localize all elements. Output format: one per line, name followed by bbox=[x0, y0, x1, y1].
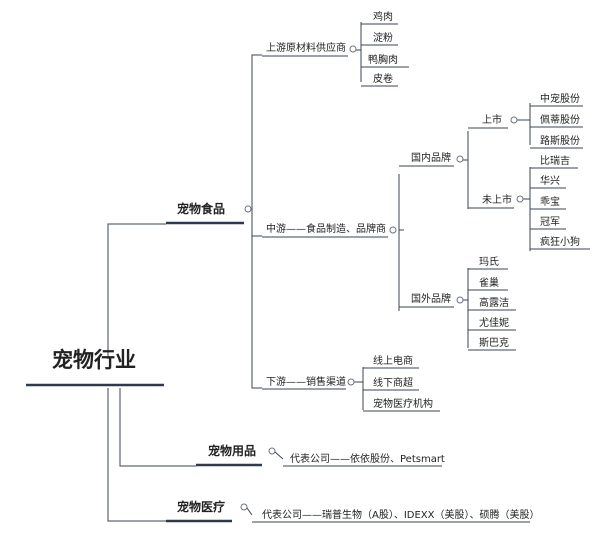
branch-medical[interactable]: 宠物医疗 bbox=[166, 499, 248, 523]
list-item[interactable]: 比瑞吉 bbox=[530, 155, 578, 169]
list-item[interactable]: 玛氏 bbox=[468, 256, 508, 270]
root-node[interactable]: 宠物行业 bbox=[26, 348, 164, 387]
list-item[interactable]: 尤佳妮 bbox=[468, 316, 516, 331]
list-item[interactable]: 雀巢 bbox=[468, 276, 508, 291]
list-item[interactable]: 鸭胸肉 bbox=[361, 53, 409, 68]
group-foreign[interactable]: 国外品牌 bbox=[399, 292, 464, 308]
unlisted-items: 比瑞吉 华兴 乖宝 冠军 疯狂小狗 bbox=[530, 155, 590, 250]
link-supplies-rep bbox=[274, 451, 284, 460]
unlisted-item: 冠军 bbox=[540, 216, 560, 228]
link-root-food bbox=[107, 223, 166, 359]
downstream-item: 线上电商 bbox=[373, 354, 413, 367]
supplies-label: 宠物用品 bbox=[208, 443, 256, 458]
list-item[interactable]: 淀粉 bbox=[361, 31, 398, 46]
unlisted-item: 疯狂小狗 bbox=[540, 235, 580, 248]
branch-supplies[interactable]: 宠物用品 bbox=[196, 443, 276, 467]
list-item[interactable]: 线上电商 bbox=[363, 354, 419, 369]
connectors bbox=[107, 22, 531, 522]
listed-item: 路斯股份 bbox=[540, 134, 580, 147]
unlisted-item: 乖宝 bbox=[540, 195, 560, 208]
food-collapse-icon[interactable] bbox=[244, 205, 252, 213]
downstream-label: 下游——销售渠道 bbox=[266, 375, 346, 388]
list-item[interactable]: 华兴 bbox=[530, 174, 566, 189]
foreign-item: 雀巢 bbox=[479, 276, 499, 289]
upstream-item-chicken: 鸡肉 bbox=[373, 10, 393, 23]
link-medical-rep bbox=[246, 507, 253, 516]
midstream-label: 中游——食品制造、品牌商 bbox=[266, 222, 386, 235]
medical-rep[interactable]: 代表公司——瑞普生物（A股）、IDEXX（美股）、硕腾（美股） bbox=[246, 507, 540, 523]
unlisted-item: 比瑞吉 bbox=[540, 155, 570, 167]
link-root-medical bbox=[107, 388, 166, 522]
medical-collapse-icon[interactable] bbox=[240, 503, 248, 511]
unlisted-label: 未上市 bbox=[482, 193, 512, 206]
downstream-items: 线上电商 线下商超 宠物医疗机构 bbox=[363, 354, 440, 412]
upstream-label: 上游原材料供应商 bbox=[266, 41, 346, 54]
downstream-item: 宠物医疗机构 bbox=[373, 397, 433, 410]
link-food-upstream bbox=[251, 54, 262, 210]
group-listed[interactable]: 上市 bbox=[468, 113, 518, 129]
tier-midstream[interactable]: 中游——食品制造、品牌商 bbox=[262, 222, 397, 238]
food-label: 宠物食品 bbox=[177, 201, 225, 216]
domestic-collapse-icon[interactable] bbox=[456, 155, 464, 163]
tier-upstream[interactable]: 上游原材料供应商 bbox=[262, 41, 357, 57]
foreign-items: 玛氏 雀巢 高露洁 尤佳妮 斯巴克 bbox=[468, 256, 516, 351]
list-item[interactable]: 路斯股份 bbox=[530, 134, 583, 149]
midstream-collapse-icon[interactable] bbox=[389, 226, 397, 234]
list-item[interactable]: 佩蒂股份 bbox=[530, 113, 583, 128]
listed-label: 上市 bbox=[482, 113, 502, 126]
list-item[interactable]: 乖宝 bbox=[530, 195, 566, 210]
downstream-item: 线下商超 bbox=[373, 376, 413, 389]
upstream-items: 鸡肉 淀粉 鸭胸肉 皮卷 bbox=[361, 10, 409, 87]
list-item[interactable]: 皮卷 bbox=[361, 72, 398, 87]
link-food-downstream bbox=[251, 210, 262, 389]
foreign-item: 斯巴克 bbox=[479, 336, 509, 349]
foreign-item: 玛氏 bbox=[479, 256, 499, 268]
unlisted-item: 华兴 bbox=[540, 174, 560, 187]
supplies-rep[interactable]: 代表公司——依依股份、Petsmart bbox=[274, 451, 445, 467]
foreign-collapse-icon[interactable] bbox=[456, 296, 464, 304]
supplies-collapse-icon[interactable] bbox=[268, 447, 276, 455]
listed-collapse-icon[interactable] bbox=[510, 116, 518, 124]
downstream-collapse-icon[interactable] bbox=[347, 378, 355, 386]
list-item[interactable]: 冠军 bbox=[530, 216, 566, 230]
link-root-supplies bbox=[119, 388, 196, 467]
list-item[interactable]: 线下商超 bbox=[363, 376, 419, 391]
upstream-item-rawhide: 皮卷 bbox=[373, 72, 393, 85]
list-item[interactable]: 斯巴克 bbox=[468, 336, 516, 351]
list-item[interactable]: 宠物医疗机构 bbox=[363, 397, 440, 412]
group-domestic[interactable]: 国内品牌 bbox=[399, 151, 464, 167]
link-food-midstream bbox=[251, 210, 262, 237]
medical-rep-text: 代表公司——瑞普生物（A股）、IDEXX（美股）、硕腾（美股） bbox=[262, 508, 540, 521]
unlisted-collapse-icon[interactable] bbox=[516, 195, 524, 203]
group-unlisted[interactable]: 未上市 bbox=[468, 193, 524, 209]
list-item[interactable]: 疯狂小狗 bbox=[530, 235, 590, 250]
branch-food[interactable]: 宠物食品 bbox=[166, 201, 252, 225]
upstream-item-starch: 淀粉 bbox=[373, 31, 393, 44]
listed-items: 中宠股份 佩蒂股份 路斯股份 bbox=[530, 92, 583, 149]
tier-downstream[interactable]: 下游——销售渠道 bbox=[262, 375, 355, 390]
domestic-label: 国内品牌 bbox=[411, 151, 451, 164]
upstream-collapse-icon[interactable] bbox=[349, 45, 357, 53]
list-item[interactable]: 高露洁 bbox=[468, 296, 516, 311]
medical-label: 宠物医疗 bbox=[177, 499, 225, 514]
foreign-item: 高露洁 bbox=[479, 296, 509, 309]
listed-item: 中宠股份 bbox=[540, 92, 580, 105]
foreign-label: 国外品牌 bbox=[411, 292, 451, 305]
foreign-item: 尤佳妮 bbox=[479, 316, 509, 329]
upstream-item-duck: 鸭胸肉 bbox=[368, 53, 398, 66]
supplies-rep-text: 代表公司——依依股份、Petsmart bbox=[290, 452, 445, 465]
list-item[interactable]: 中宠股份 bbox=[530, 92, 583, 107]
root-label: 宠物行业 bbox=[52, 348, 136, 372]
list-item[interactable]: 鸡肉 bbox=[361, 10, 398, 25]
listed-item: 佩蒂股份 bbox=[540, 113, 580, 126]
